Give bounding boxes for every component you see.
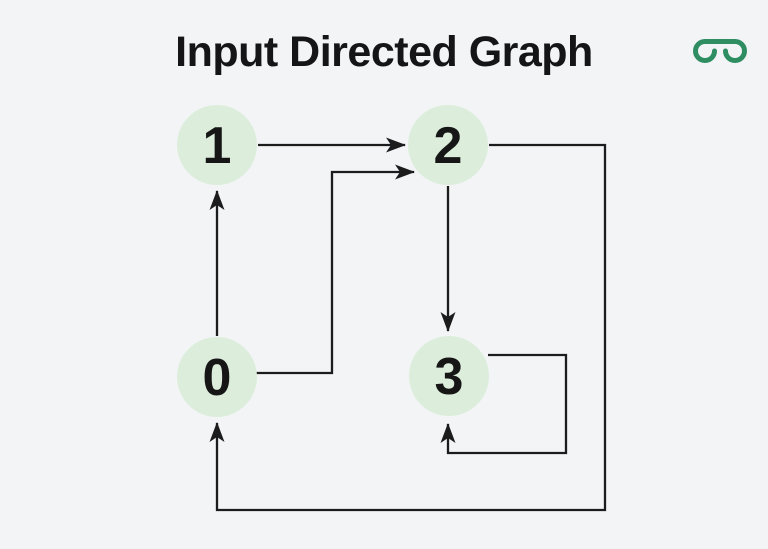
- node-3-label: 3: [435, 348, 464, 406]
- edges: [209, 137, 607, 512]
- node-2-label: 2: [434, 117, 463, 175]
- node-2-circle: [408, 105, 488, 185]
- node-0: 0: [177, 337, 257, 417]
- nodes: 1 2 0 3: [177, 105, 489, 417]
- edge-0-to-2: [256, 164, 415, 375]
- node-1-label: 1: [203, 117, 232, 175]
- node-1: 1: [177, 105, 257, 185]
- node-1-circle: [177, 105, 257, 185]
- node-0-circle: [177, 337, 257, 417]
- node-0-label: 0: [203, 349, 232, 407]
- edge-2-to-0: [209, 143, 607, 512]
- logo-strokes: [693, 39, 747, 63]
- node-3: 3: [409, 336, 489, 416]
- node-3-circle: [409, 336, 489, 416]
- edge-3-to-3-self-loop: [440, 353, 568, 455]
- geeksforgeeks-logo-icon: [693, 39, 747, 63]
- node-2: 2: [408, 105, 488, 185]
- page-title: Input Directed Graph: [175, 28, 593, 76]
